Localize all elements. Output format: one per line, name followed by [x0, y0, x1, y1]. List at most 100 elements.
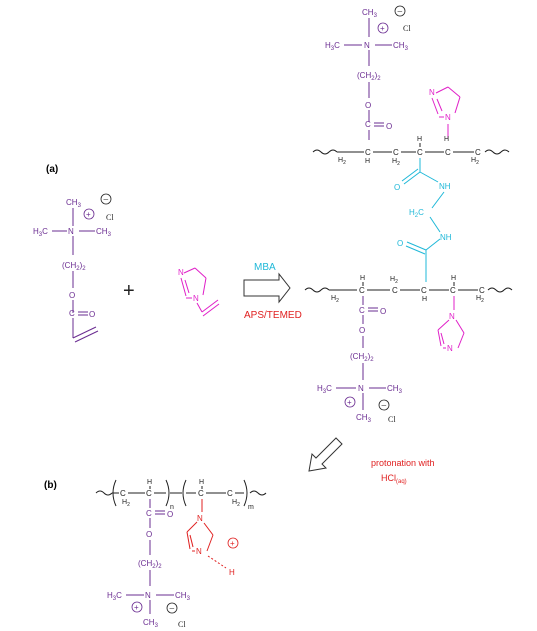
vinylimidazole-monomer: N N	[178, 267, 220, 317]
svg-text:Cl: Cl	[178, 620, 186, 629]
label-a: (a)	[46, 164, 58, 175]
svg-text:H: H	[360, 275, 365, 282]
svg-text:C: C	[120, 489, 126, 498]
positive-charge-circle	[83, 208, 95, 220]
svg-text:H: H	[229, 568, 235, 577]
svg-text:N: N	[196, 547, 202, 556]
svg-text:O: O	[397, 239, 403, 248]
svg-text:C: C	[475, 148, 481, 157]
svg-text:O: O	[380, 307, 386, 316]
quaternary-ammonium-monomer: CH3 H3C N CH3 + − Cl (CH2)2 O C O	[33, 193, 114, 343]
svg-text:O: O	[69, 291, 75, 300]
svg-text:H2C: H2C	[409, 208, 424, 219]
svg-text:H3C: H3C	[317, 384, 332, 395]
svg-text:H2: H2	[476, 295, 484, 304]
svg-text:O: O	[146, 530, 152, 539]
svg-text:H3C: H3C	[33, 227, 48, 238]
svg-text:−: −	[397, 7, 403, 18]
svg-text:H3C: H3C	[107, 591, 122, 602]
reaction-arrow: MBA APS/TEMED	[243, 262, 302, 321]
svg-text:(CH2)2: (CH2)2	[62, 261, 86, 272]
svg-text:H2: H2	[331, 295, 339, 304]
svg-text:Cl: Cl	[403, 24, 411, 33]
svg-text:C: C	[146, 489, 152, 498]
svg-text:H2: H2	[338, 157, 346, 166]
svg-text:H2: H2	[392, 158, 400, 167]
svg-text:C: C	[421, 286, 427, 295]
svg-text:C: C	[146, 509, 152, 518]
svg-text:O: O	[89, 310, 95, 319]
plus-sign: +	[123, 280, 135, 302]
svg-text:NH: NH	[439, 182, 451, 191]
reagent-aps-temed: APS/TEMED	[244, 310, 302, 321]
svg-text:H2: H2	[232, 499, 240, 508]
svg-text:(CH2)2: (CH2)2	[138, 559, 162, 570]
svg-text:Cl: Cl	[388, 415, 396, 424]
svg-text:H: H	[147, 479, 152, 486]
svg-text:(CH2)2: (CH2)2	[357, 71, 381, 82]
svg-text:C: C	[479, 286, 485, 295]
svg-text:CH3: CH3	[66, 198, 82, 209]
svg-text:O: O	[394, 183, 400, 192]
label-b: (b)	[44, 480, 57, 491]
svg-text:H: H	[365, 158, 370, 165]
svg-text:O: O	[386, 122, 392, 131]
svg-text:−: −	[103, 195, 109, 206]
svg-text:n: n	[170, 504, 174, 511]
nitrogen-atom: N	[68, 227, 74, 236]
svg-text:N: N	[429, 88, 435, 97]
svg-text:H: H	[199, 479, 204, 486]
svg-text:C: C	[393, 148, 399, 157]
svg-text:N: N	[178, 268, 184, 277]
protonation-arrow: protonation with HCl(aq)	[308, 437, 435, 485]
svg-text:(CH2)2: (CH2)2	[350, 352, 374, 363]
svg-text:CH3: CH3	[175, 591, 191, 602]
svg-text:+: +	[230, 539, 235, 548]
svg-text:+: +	[86, 210, 91, 219]
svg-text:O: O	[167, 510, 173, 519]
svg-text:C: C	[359, 286, 365, 295]
svg-text:C: C	[365, 148, 371, 157]
svg-text:NH: NH	[440, 233, 452, 242]
svg-text:H: H	[451, 275, 456, 282]
svg-text:N: N	[145, 591, 151, 600]
svg-text:N: N	[197, 514, 203, 523]
protonation-text-2: HCl(aq)	[381, 473, 407, 485]
svg-text:−: −	[381, 401, 387, 412]
svg-text:H3C: H3C	[325, 41, 340, 52]
svg-text:C: C	[417, 148, 423, 157]
svg-text:O: O	[365, 101, 371, 110]
svg-text:CH3: CH3	[356, 413, 372, 424]
svg-text:H2: H2	[390, 276, 398, 285]
svg-text:+: +	[134, 603, 139, 612]
svg-text:+: +	[380, 24, 385, 33]
protonation-text-1: protonation with	[371, 458, 435, 468]
svg-text:C: C	[450, 286, 456, 295]
crosslinked-network: CH3 + − Cl H3C N CH3 (CH2)2 O C O N N	[304, 5, 513, 424]
reagent-mba: MBA	[254, 262, 276, 273]
svg-text:H2: H2	[471, 157, 479, 166]
svg-text:+: +	[347, 398, 352, 407]
svg-text:H: H	[417, 136, 422, 143]
svg-text:N: N	[445, 113, 451, 122]
svg-text:CH3: CH3	[393, 41, 409, 52]
svg-text:CH3: CH3	[143, 618, 159, 629]
svg-text:−: −	[169, 604, 175, 615]
svg-text:m: m	[248, 504, 254, 511]
svg-text:CH3: CH3	[362, 8, 378, 19]
svg-text:N: N	[449, 312, 455, 321]
svg-text:CH3: CH3	[387, 384, 403, 395]
svg-text:C: C	[198, 489, 204, 498]
svg-text:N: N	[358, 384, 364, 393]
svg-text:O: O	[359, 326, 365, 335]
svg-text:CH3: CH3	[96, 227, 112, 238]
svg-text:H: H	[444, 136, 449, 143]
svg-text:H2: H2	[122, 499, 130, 508]
svg-text:C: C	[365, 120, 371, 129]
svg-text:N: N	[364, 41, 370, 50]
svg-text:C: C	[445, 148, 451, 157]
svg-text:N: N	[447, 344, 453, 353]
svg-text:C: C	[392, 286, 398, 295]
svg-text:C: C	[69, 309, 75, 318]
